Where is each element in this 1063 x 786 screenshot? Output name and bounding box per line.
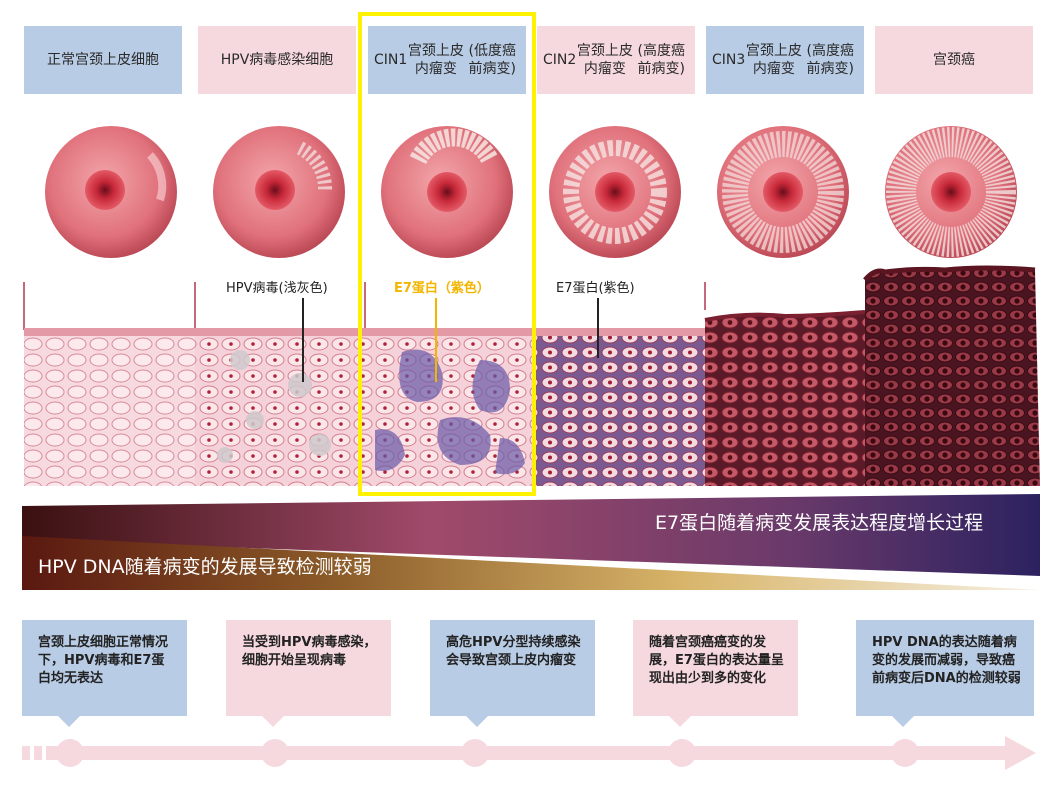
tissue-strip xyxy=(23,265,1040,486)
e7-callout-yellow: E7蛋白（紫色） xyxy=(394,281,490,296)
cervix-cin3 xyxy=(717,126,849,258)
cervix-cin2 xyxy=(549,126,681,258)
note-cin: 高危HPV分型持续感染会导致宫颈上皮内瘤变 xyxy=(430,620,595,727)
stage-label-hpv: HPV病毒感染细胞 xyxy=(198,26,356,94)
cervix-cin1 xyxy=(381,126,513,258)
stage-label-cin3: CIN3 宫颈上皮内瘤变 (高度癌前病变) xyxy=(706,26,864,94)
note-hpv: 当受到HPV病毒感染，细胞开始呈现病毒 xyxy=(226,620,391,727)
e7-trend-text: E7蛋白随着病变发展表达程度增长过程 xyxy=(655,512,984,534)
stage-label-cin1: CIN1 宫颈上皮内瘤变 (低度癌前病变) xyxy=(368,26,526,94)
stage-label-normal: 正常宫颈上皮细胞 xyxy=(24,26,182,94)
note-e7: 随着宫颈癌癌变的发展，E7蛋白的表达量呈现出由少到多的变化 xyxy=(633,620,798,727)
trend-banner xyxy=(22,494,1040,590)
note-dna: HPV DNA的表达随着病变的发展而减弱，导致癌前病变后DNA的检测较弱 xyxy=(856,620,1034,727)
stage-label-cancer: 宫颈癌 xyxy=(875,26,1033,94)
timeline-arrow xyxy=(22,736,1036,770)
stage-label-cin2: CIN2 宫颈上皮内瘤变 (高度癌前病变) xyxy=(537,26,695,94)
cervix-normal xyxy=(45,126,177,258)
note-normal: 宫颈上皮细胞正常情况下，HPV病毒和E7蛋白均无表达 xyxy=(22,620,187,727)
hpv-virus-callout: HPV病毒(浅灰色) xyxy=(226,281,328,296)
cervix-cancer xyxy=(885,126,1017,258)
cervix-hpv xyxy=(213,126,345,258)
dna-trend-text: HPV DNA随着病变的发展导致检测较弱 xyxy=(38,556,372,578)
e7-callout-dark: E7蛋白(紫色) xyxy=(556,281,635,296)
